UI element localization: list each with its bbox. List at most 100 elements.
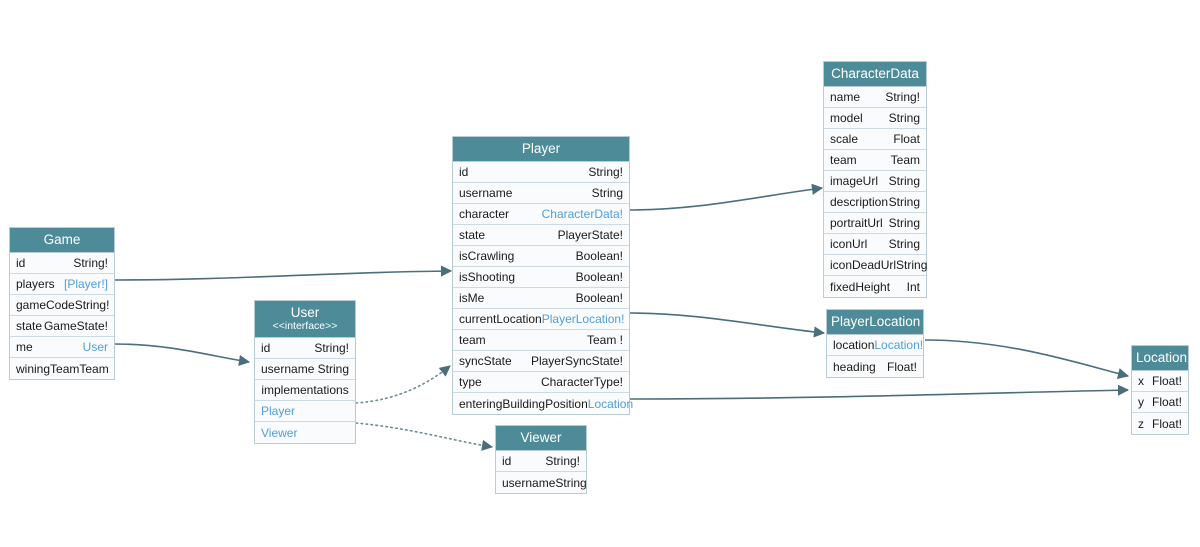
entity-viewer-title: Viewer	[496, 426, 586, 451]
field-row[interactable]: currentLocation PlayerLocation!	[453, 309, 629, 330]
field-row[interactable]: enteringBuildingPosition Location	[453, 393, 633, 414]
entity-location[interactable]: Location x Float! y Float! z Float!	[1131, 345, 1189, 435]
field-name: name	[830, 90, 861, 104]
field-name: z	[1138, 416, 1144, 431]
field-type: String	[591, 186, 623, 200]
field-type: PlayerState!	[557, 228, 623, 242]
field-type: Float!	[886, 359, 917, 374]
field-type: String	[888, 111, 920, 125]
entity-user[interactable]: User <<interface>> id String! username S…	[254, 300, 356, 444]
field-name: username	[261, 362, 315, 376]
field-row[interactable]: scale Float	[824, 129, 926, 150]
field-type[interactable]: [Player!]	[63, 277, 108, 291]
entity-player[interactable]: Player id String! username String charac…	[452, 136, 633, 415]
field-type: String!	[73, 256, 108, 270]
field-row[interactable]: description String	[824, 192, 926, 213]
field-row[interactable]: iconDeadUrl String	[824, 255, 927, 276]
field-name: team	[830, 153, 857, 167]
field-type[interactable]: Location!	[874, 338, 924, 352]
field-type: String	[888, 174, 920, 188]
field-name: currentLocation	[459, 312, 542, 326]
field-name: state	[459, 228, 486, 242]
field-type: PlayerSyncState!	[530, 354, 623, 368]
implementation-item-player[interactable]: Player	[255, 401, 355, 422]
field-type[interactable]: User	[82, 340, 108, 354]
field-name: heading	[833, 359, 876, 374]
entity-location-title: Location	[1132, 346, 1188, 371]
field-name: winingTeam	[16, 361, 80, 376]
entity-game-title: Game	[10, 228, 114, 253]
implementation-name: Viewer	[261, 425, 298, 440]
field-row[interactable]: winingTeam Team	[10, 358, 114, 379]
field-type: Boolean!	[575, 270, 623, 284]
field-name: username	[459, 186, 513, 200]
field-type: GameState!	[43, 319, 108, 333]
edge-player-enteringbuildingposition-to-location	[629, 384, 1130, 400]
field-name: id	[261, 341, 271, 355]
field-type: String!	[885, 90, 920, 104]
field-row[interactable]: type CharacterType!	[453, 372, 629, 393]
edge-user-implements-viewer	[355, 422, 494, 451]
field-row[interactable]: portraitUrl String	[824, 213, 926, 234]
field-row[interactable]: x Float!	[1132, 371, 1188, 392]
field-row[interactable]: state PlayerState!	[453, 225, 629, 246]
field-row[interactable]: isCrawling Boolean!	[453, 246, 629, 267]
field-type: String!	[314, 341, 349, 355]
field-type: String	[888, 216, 920, 230]
field-row[interactable]: isShooting Boolean!	[453, 267, 629, 288]
field-row[interactable]: state GameState!	[10, 316, 114, 337]
field-type: String!	[588, 165, 623, 179]
field-row[interactable]: isMe Boolean!	[453, 288, 629, 309]
field-row[interactable]: id String!	[496, 451, 586, 472]
field-row[interactable]: username String	[255, 359, 355, 380]
entity-characterdata[interactable]: CharacterData name String! model String …	[823, 61, 927, 298]
field-row[interactable]: id String!	[10, 253, 114, 274]
entity-user-stereotype: <<interface>>	[272, 320, 338, 332]
field-name: imageUrl	[830, 174, 879, 188]
field-row[interactable]: heading Float!	[827, 356, 923, 377]
edge-user-implements-player	[355, 365, 451, 404]
entity-game[interactable]: Game id String! players [Player!] gameCo…	[9, 227, 115, 380]
edge-player-currentlocation-to-playerlocation	[629, 312, 826, 338]
field-row[interactable]: character CharacterData!	[453, 204, 629, 225]
implementation-item-viewer[interactable]: Viewer	[255, 422, 355, 443]
implementations-label: implementations	[261, 383, 349, 397]
field-row[interactable]: z Float!	[1132, 413, 1188, 434]
field-type: Float!	[1151, 416, 1182, 431]
entity-playerlocation[interactable]: PlayerLocation location Location! headin…	[826, 309, 924, 378]
field-name: isShooting	[459, 270, 516, 284]
field-row[interactable]: fixedHeight Int	[824, 276, 926, 297]
field-row[interactable]: team Team !	[453, 330, 629, 351]
field-type[interactable]: CharacterData!	[541, 207, 623, 221]
field-name: id	[502, 454, 512, 468]
field-name: type	[459, 375, 482, 389]
field-row[interactable]: id String!	[255, 338, 355, 359]
field-row[interactable]: iconUrl String	[824, 234, 926, 255]
field-type: CharacterType!	[540, 375, 623, 389]
field-row[interactable]: imageUrl String	[824, 171, 926, 192]
field-name: syncState	[459, 354, 512, 368]
field-row[interactable]: gameCode String!	[10, 295, 114, 316]
field-row[interactable]: name String!	[824, 87, 926, 108]
field-type[interactable]: PlayerLocation!	[541, 312, 625, 326]
field-row[interactable]: id String!	[453, 162, 629, 183]
field-row[interactable]: username String	[453, 183, 629, 204]
field-type: Team	[79, 361, 109, 376]
field-row[interactable]: location Location!	[827, 335, 923, 356]
implementation-name: Player	[261, 404, 296, 418]
field-name: team	[459, 333, 486, 347]
entity-user-title: User <<interface>>	[255, 301, 355, 338]
entity-viewer[interactable]: Viewer id String! username String	[495, 425, 587, 494]
field-row[interactable]: team Team	[824, 150, 926, 171]
field-type: String	[555, 475, 587, 490]
field-row[interactable]: players [Player!]	[10, 274, 114, 295]
field-row[interactable]: me User	[10, 337, 114, 358]
field-type[interactable]: Location	[587, 396, 634, 411]
field-row[interactable]: y Float!	[1132, 392, 1188, 413]
field-row[interactable]: model String	[824, 108, 926, 129]
field-row[interactable]: syncState PlayerSyncState!	[453, 351, 629, 372]
field-type: String!	[74, 298, 110, 312]
field-name: iconUrl	[830, 237, 868, 251]
field-row[interactable]: username String	[496, 472, 587, 493]
field-type: Team	[890, 153, 920, 167]
